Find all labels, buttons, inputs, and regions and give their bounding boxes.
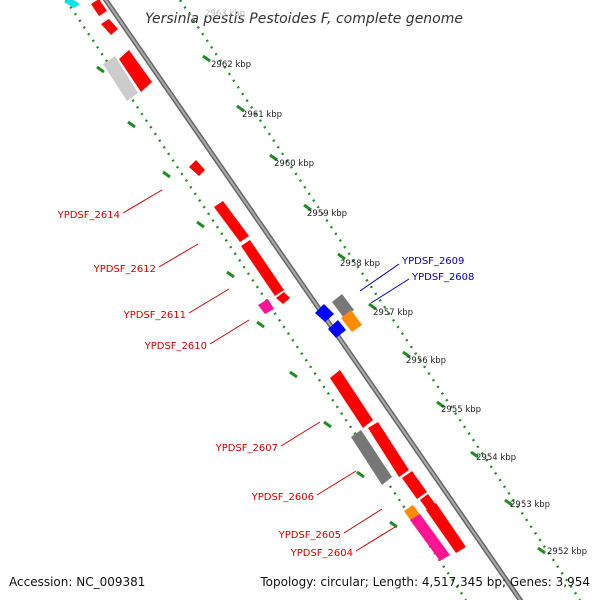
gene-feature-orange-mid[interactable] (341, 310, 362, 332)
gene-label-2607[interactable]: YPDSF_2607 (215, 443, 278, 454)
left-major-ticks (96, 65, 398, 529)
gene-label-2609[interactable]: YPDSF_2609 (401, 256, 464, 267)
right-scale-track (179, 0, 581, 600)
gene-label-2614[interactable]: YPDSF_2614 (57, 210, 120, 221)
scale-label-2959: 2959 kbp (307, 209, 347, 219)
scale-label-2952: 2952 kbp (547, 547, 587, 557)
gene-feature-2610[interactable] (258, 299, 274, 314)
gene-feature-light-gray[interactable] (103, 56, 138, 101)
gene-feature-cyan[interactable] (64, 0, 80, 8)
gene-feature-2606[interactable] (351, 430, 392, 485)
genome-backbone-highlight (104, 0, 522, 600)
gene-feature-2612[interactable] (241, 240, 284, 296)
scale-label-2961: 2961 kbp (242, 110, 282, 120)
gene-feature-top-2[interactable] (101, 19, 118, 35)
gene-features (64, 0, 466, 561)
scale-label-2957: 2957 kbp (373, 308, 413, 318)
gene-feature-2607[interactable] (330, 370, 373, 428)
gene-feature-2611[interactable] (276, 292, 290, 304)
accession-text: Accession: NC_009381 (9, 575, 145, 589)
gene-feature-2604[interactable] (410, 514, 450, 561)
gene-feature-top-3[interactable] (119, 50, 152, 92)
gene-feature-2609[interactable] (315, 304, 334, 322)
gene-feature-red-lower-4[interactable] (426, 503, 466, 553)
gene-label-2612[interactable]: YPDSF_2612 (93, 264, 156, 275)
map-title: Yersinia pestis Pestoides F, complete ge… (145, 11, 463, 27)
right-major-ticks (202, 54, 546, 555)
gene-label-2610[interactable]: YPDSF_2610 (144, 341, 207, 352)
gene-label-2604[interactable]: YPDSF_2604 (290, 548, 353, 559)
gene-feature-top-1[interactable] (91, 0, 107, 16)
label-leader-lines (122, 189, 410, 552)
scale-label-2958: 2958 kbp (340, 259, 380, 269)
gene-label-2608[interactable]: YPDSF_2608 (411, 272, 474, 283)
scale-label-2954: 2954 kbp (476, 453, 516, 463)
scale-label-2960: 2960 kbp (274, 159, 314, 169)
topology-text: Topology: circular; Length: 4,517,345 bp… (259, 575, 590, 589)
gene-label-2606[interactable]: YPDSF_2606 (251, 492, 314, 503)
gene-feature-2608[interactable] (328, 320, 346, 338)
scale-label-2962: 2962 kbp (211, 60, 251, 70)
scale-label-2963: 2963 kbp (205, 9, 245, 19)
gene-label-2611[interactable]: YPDSF_2611 (123, 310, 186, 321)
gene-feature-small-red[interactable] (189, 160, 205, 176)
left-scale-track (65, 0, 467, 600)
gene-feature-red-lower-1[interactable] (368, 422, 409, 477)
gene-feature-red-lower-2[interactable] (402, 471, 427, 499)
gene-label-2605[interactable]: YPDSF_2605 (278, 530, 341, 541)
scale-label-2953: 2953 kbp (510, 500, 550, 510)
gene-feature-2614[interactable] (214, 201, 249, 242)
scale-label-2956: 2956 kbp (406, 356, 446, 366)
scale-label-2955: 2955 kbp (441, 405, 481, 415)
